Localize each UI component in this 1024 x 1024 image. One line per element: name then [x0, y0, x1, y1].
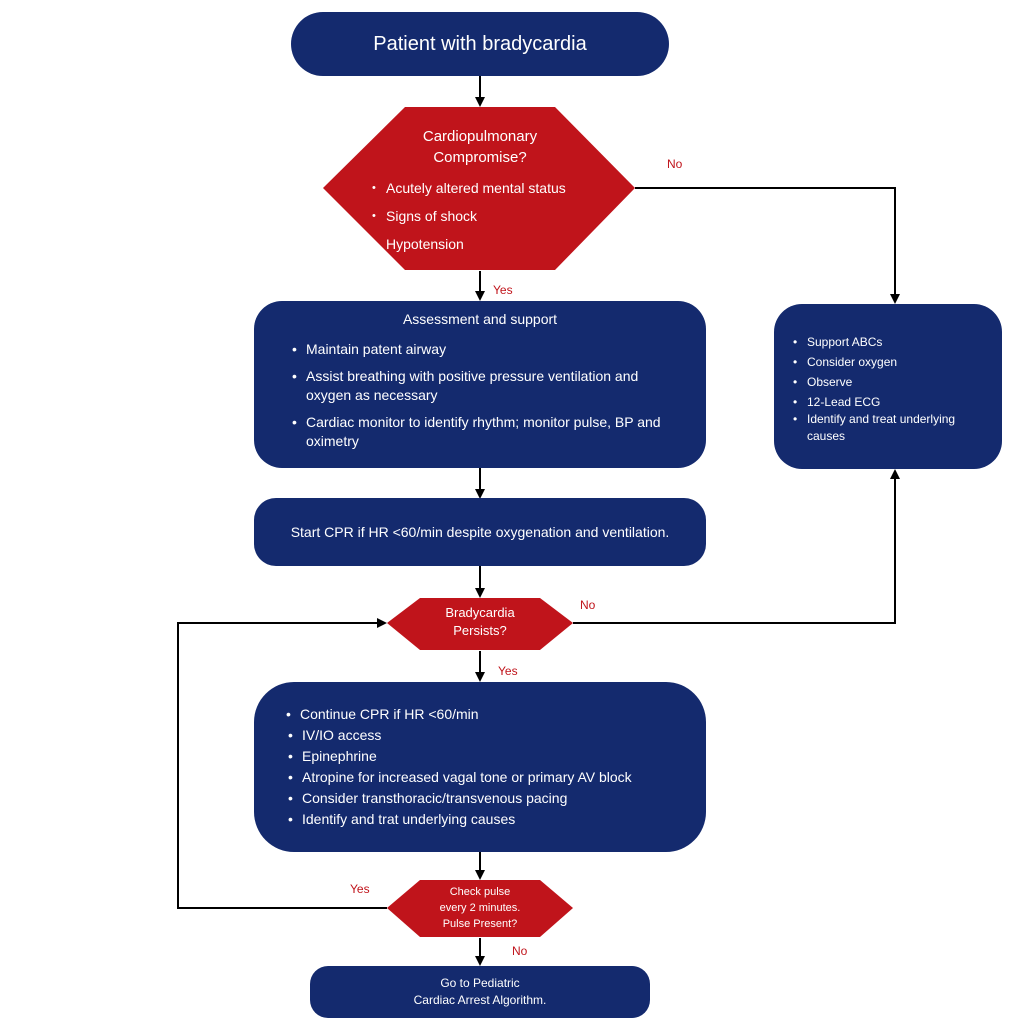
- cpr-box: Start CPR if HR <60/min despite oxygenat…: [254, 498, 706, 566]
- support-item: Support ABCs: [793, 334, 988, 351]
- compromise-title-line2: Compromise?: [433, 149, 527, 166]
- treatment-item: IV/IO access: [288, 725, 686, 746]
- pulse-check-text: Check pulse every 2 minutes. Pulse Prese…: [405, 884, 555, 932]
- support-item: Identify and treat underlying causes: [793, 411, 988, 445]
- cpr-text: Start CPR if HR <60/min despite oxygenat…: [290, 524, 670, 540]
- pulse-check-line3: Pulse Present?: [442, 918, 518, 930]
- treatment-item: Identify and trat underlying causes: [288, 809, 686, 830]
- treatment-item: Consider transthoracic/transvenous pacin…: [288, 788, 686, 809]
- assessment-item: Cardiac monitor to identify rhythm; moni…: [292, 413, 670, 451]
- compromise-title: Cardiopulmonary Compromise?: [380, 126, 580, 168]
- start-box: Patient with bradycardia: [291, 12, 669, 76]
- label-yes-pulse: Yes: [350, 882, 370, 896]
- label-no-compromise: No: [667, 157, 683, 171]
- treatment-item: Epinephrine: [288, 746, 686, 767]
- assessment-box: Assessment and support Maintain patent a…: [254, 301, 706, 468]
- start-text: Patient with bradycardia: [373, 32, 587, 55]
- arrow-compromise-no-to-side: [635, 187, 900, 304]
- arrow-pulse-yes-loop: [177, 618, 387, 909]
- end-line1: Go to Pediatric: [440, 976, 520, 990]
- label-yes-persists: Yes: [498, 664, 518, 678]
- arrow-persists-no-to-side: [573, 469, 900, 624]
- end-box: Go to Pediatric Cardiac Arrest Algorithm…: [310, 966, 650, 1018]
- pulse-check-line2: every 2 minutes.: [439, 902, 521, 914]
- label-no-persists: No: [580, 598, 596, 612]
- persists-text: Bradycardia Persists?: [405, 604, 555, 640]
- label-yes-compromise: Yes: [493, 283, 513, 297]
- compromise-item: Signs of shock: [372, 202, 612, 230]
- compromise-item: Hypotension: [372, 230, 612, 258]
- compromise-item: Acutely altered mental status: [372, 174, 612, 202]
- pulse-check-diamond: [387, 880, 573, 937]
- persists-line1: Bradycardia: [445, 605, 515, 620]
- compromise-title-line1: Cardiopulmonary: [422, 128, 538, 145]
- persists-line2: Persists?: [453, 623, 507, 638]
- treatment-item: Atropine for increased vagal tone or pri…: [288, 767, 686, 788]
- assessment-item: Assist breathing with positive pressure …: [292, 367, 670, 405]
- label-no-pulse: No: [512, 944, 528, 958]
- end-line2: Cardiac Arrest Algorithm.: [413, 993, 547, 1007]
- treatment-box: Continue CPR if HR <60/min IV/IO access …: [254, 682, 706, 852]
- pulse-check-line1: Check pulse: [449, 886, 511, 898]
- persists-diamond: [387, 598, 573, 650]
- treatment-item: Continue CPR if HR <60/min: [286, 704, 684, 725]
- support-item: 12-Lead ECG: [793, 394, 988, 411]
- support-item: Observe: [793, 374, 988, 391]
- compromise-list: Acutely altered mental status Signs of s…: [372, 174, 612, 258]
- support-box: Support ABCs Consider oxygen Observe 12-…: [774, 304, 1002, 469]
- assessment-title: Assessment and support: [402, 311, 558, 327]
- support-item: Consider oxygen: [793, 354, 988, 371]
- assessment-item: Maintain patent airway: [292, 340, 670, 359]
